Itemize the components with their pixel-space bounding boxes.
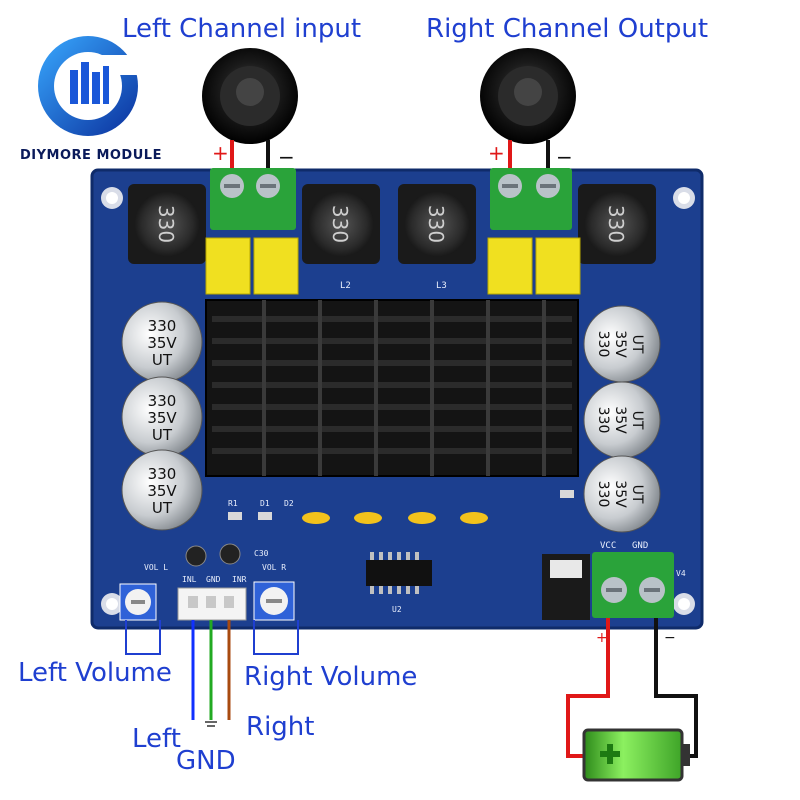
svg-text:UT: UT bbox=[629, 485, 645, 504]
silk-inl: INL bbox=[182, 575, 197, 584]
silk-l3: L3 bbox=[436, 281, 447, 291]
svg-text:330: 330 bbox=[148, 317, 177, 335]
silk-vol-l: VOL L bbox=[144, 563, 168, 572]
svg-text:35V: 35V bbox=[147, 409, 177, 427]
electrolytic-cap-left-3: 330 35V UT bbox=[121, 449, 203, 531]
right-wire-label: Right bbox=[246, 712, 315, 742]
smd-components bbox=[228, 490, 574, 524]
right-speaker-minus-mark: − bbox=[556, 145, 573, 169]
svg-text:330: 330 bbox=[148, 392, 177, 410]
inductor-3: 330 bbox=[398, 184, 476, 264]
electrolytic-cap-left-1: 330 35V UT bbox=[121, 301, 203, 383]
silk-d1: D1 bbox=[260, 499, 270, 508]
silk-v4: V4 bbox=[676, 569, 686, 578]
inductor-1: 330 bbox=[128, 184, 206, 264]
inductor-2: 330 bbox=[302, 184, 380, 264]
film-capacitor-2 bbox=[253, 237, 299, 295]
silk-gnd: GND bbox=[206, 575, 221, 584]
electrolytic-cap-right-2: UT 35V 330 bbox=[583, 381, 661, 459]
svg-text:35V: 35V bbox=[147, 482, 177, 500]
silk-l2: L2 bbox=[340, 281, 351, 291]
silk-vcc: VCC bbox=[600, 541, 616, 551]
right-volume-potentiometer bbox=[253, 581, 295, 621]
battery-minus-wire bbox=[654, 618, 698, 758]
svg-text:35V: 35V bbox=[612, 330, 628, 358]
right-speaker-terminal bbox=[490, 168, 572, 230]
heatsink bbox=[205, 299, 579, 477]
inductor-1-marking: 330 bbox=[154, 205, 178, 243]
battery-plus-wire bbox=[566, 618, 610, 758]
right-volume-bracket bbox=[253, 620, 299, 655]
electrolytic-cap-left-2: 330 35V UT bbox=[121, 376, 203, 458]
left-speaker-terminal bbox=[210, 168, 296, 230]
electrolytic-cap-right-3: UT 35V 330 bbox=[583, 455, 661, 533]
svg-text:330: 330 bbox=[595, 407, 611, 434]
small-cap-2 bbox=[219, 543, 241, 565]
svg-text:35V: 35V bbox=[612, 480, 628, 508]
silk-r1: R1 bbox=[228, 499, 238, 508]
right-channel-output-label: Right Channel Output bbox=[426, 14, 709, 44]
inductor-4: 330 bbox=[578, 184, 656, 264]
film-capacitor-4 bbox=[535, 237, 581, 295]
svg-text:UT: UT bbox=[629, 411, 645, 430]
inductor-3-marking: 330 bbox=[424, 205, 448, 243]
left-wire-label: Left bbox=[132, 724, 181, 754]
power-minus-mark: − bbox=[664, 630, 676, 646]
left-channel-input-label: Left Channel input bbox=[122, 14, 362, 44]
silk-d2: D2 bbox=[284, 499, 294, 508]
silk-gnd2: GND bbox=[632, 541, 648, 551]
brand-name: DIYMORE MODULE bbox=[20, 148, 162, 163]
voltage-regulator bbox=[542, 554, 590, 620]
power-terminal bbox=[592, 552, 674, 618]
film-capacitor-1 bbox=[205, 237, 251, 295]
power-plus-mark: + bbox=[596, 630, 608, 646]
left-speaker-minus-mark: − bbox=[278, 145, 295, 169]
silk-u2: U2 bbox=[392, 605, 402, 614]
svg-text:330: 330 bbox=[595, 481, 611, 508]
svg-text:330: 330 bbox=[148, 465, 177, 483]
ground-symbol-icon bbox=[205, 721, 217, 727]
silk-inr: INR bbox=[232, 575, 247, 584]
svg-text:330: 330 bbox=[595, 331, 611, 358]
left-speaker-plus-mark: + bbox=[212, 141, 229, 165]
svg-text:35V: 35V bbox=[147, 334, 177, 352]
left-volume-potentiometer bbox=[119, 583, 157, 621]
inductor-2-marking: 330 bbox=[328, 205, 352, 243]
small-cap-1 bbox=[185, 545, 207, 567]
left-volume-bracket bbox=[125, 620, 161, 655]
svg-text:UT: UT bbox=[629, 335, 645, 354]
silk-c30: C30 bbox=[254, 549, 269, 558]
ic-u2 bbox=[366, 552, 432, 594]
svg-text:UT: UT bbox=[152, 499, 173, 517]
diymore-logo-icon bbox=[38, 36, 138, 136]
gnd-wire-label: GND bbox=[176, 746, 236, 776]
inductor-4-marking: 330 bbox=[604, 205, 628, 243]
svg-text:35V: 35V bbox=[612, 406, 628, 434]
electrolytic-cap-right-1: UT 35V 330 bbox=[583, 305, 661, 383]
battery-icon bbox=[582, 728, 690, 782]
right-speaker-plus-mark: + bbox=[488, 141, 505, 165]
svg-text:UT: UT bbox=[152, 426, 173, 444]
left-speaker-icon bbox=[202, 48, 298, 144]
right-speaker-icon bbox=[480, 48, 576, 144]
svg-text:UT: UT bbox=[152, 351, 173, 369]
right-volume-label: Right Volume bbox=[244, 662, 418, 692]
film-capacitor-3 bbox=[487, 237, 533, 295]
silk-vol-r: VOL R bbox=[262, 563, 286, 572]
input-header-connector bbox=[177, 587, 247, 621]
left-volume-label: Left Volume bbox=[18, 658, 172, 688]
